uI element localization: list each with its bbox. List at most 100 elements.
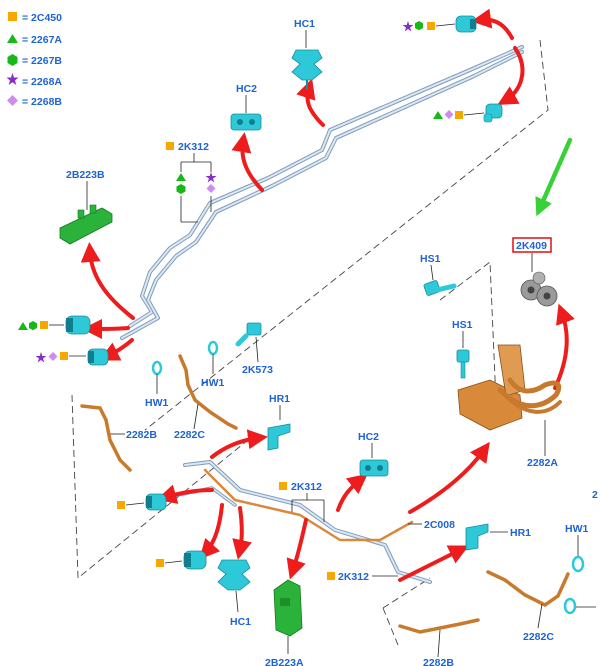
legend-2267a: = 2267A bbox=[22, 34, 62, 46]
2282c-brake-hose-left[interactable] bbox=[178, 354, 238, 430]
orange-square-icon bbox=[8, 12, 17, 21]
green-pointer-arrow bbox=[535, 137, 573, 217]
fitting-lower-1[interactable] bbox=[145, 493, 167, 511]
2282b-brake-hose-left[interactable] bbox=[80, 404, 132, 472]
lilac-diamond-icon bbox=[7, 95, 18, 106]
orange-square-icon bbox=[455, 111, 463, 119]
hs1-bolt-mid[interactable] bbox=[456, 349, 470, 379]
label-2b223b: 2B223B bbox=[66, 169, 105, 181]
hr1-bracket-right[interactable] bbox=[465, 523, 489, 551]
hc1-clip-bottom[interactable] bbox=[217, 559, 251, 591]
purple-star-icon bbox=[205, 172, 217, 183]
2282c-brake-hose-right[interactable] bbox=[486, 570, 570, 608]
green-triangle-icon bbox=[176, 173, 186, 181]
label-hc1-top: HC1 bbox=[294, 18, 315, 30]
leader-fitting-right-mid bbox=[463, 112, 485, 116]
leader-2k573 bbox=[255, 336, 259, 363]
hc1-clip-top[interactable] bbox=[291, 49, 323, 90]
green-triangle-icon bbox=[18, 322, 28, 330]
leader-fitting-lower-2 bbox=[164, 560, 183, 564]
label-2282b-left: 2282B bbox=[126, 429, 157, 441]
orange-square-icon bbox=[327, 572, 335, 580]
leader-2282c-left bbox=[193, 403, 199, 430]
2b223a-bracket[interactable] bbox=[273, 579, 303, 637]
hc2-clip-mid[interactable] bbox=[359, 459, 389, 477]
fitting-left-2[interactable] bbox=[87, 348, 109, 366]
hs1-bolt-top[interactable] bbox=[423, 280, 457, 296]
lilac-diamond-icon bbox=[48, 352, 58, 361]
label-2k312-top: 2K312 bbox=[178, 141, 209, 153]
orange-square-icon bbox=[60, 352, 68, 360]
hc2-clip-top[interactable] bbox=[230, 113, 262, 131]
leader-2282b-bottom bbox=[437, 629, 441, 658]
leader-2k312-top bbox=[180, 153, 212, 223]
label-2282a: 2282A bbox=[527, 457, 558, 469]
orange-square-icon bbox=[279, 482, 287, 490]
fitting-top-right[interactable] bbox=[455, 15, 477, 33]
legend-2268b: = 2268B bbox=[22, 96, 62, 108]
lilac-diamond-icon bbox=[206, 184, 216, 193]
label-2k312-mid: 2K312 bbox=[291, 481, 322, 493]
legend-2267b: = 2267B bbox=[22, 55, 62, 67]
label-2k409: 2K409 bbox=[516, 240, 547, 252]
label-hr1-mid: HR1 bbox=[269, 393, 290, 405]
label-2282c-right: 2282C bbox=[523, 631, 554, 643]
label-edge-fragment: 2 bbox=[592, 489, 598, 501]
upper-brake-tube bbox=[120, 45, 524, 340]
leader-fitting-lower-1 bbox=[125, 502, 145, 506]
leader-2282c-right bbox=[537, 603, 543, 629]
label-2b223a: 2B223A bbox=[265, 657, 304, 666]
hw1-clip-left[interactable] bbox=[151, 360, 163, 376]
label-hs1-mid: HS1 bbox=[452, 319, 473, 331]
label-hc2-top: HC2 bbox=[236, 83, 257, 95]
purple-star-icon bbox=[402, 21, 414, 32]
green-hexagon-icon bbox=[415, 21, 423, 31]
green-hexagon-icon bbox=[176, 184, 186, 194]
label-hc1-bottom: HC1 bbox=[230, 616, 251, 628]
leader-hs1-top bbox=[430, 264, 434, 281]
label-2282c-left: 2282C bbox=[174, 429, 205, 441]
label-2k573: 2K573 bbox=[242, 364, 273, 376]
green-triangle-icon bbox=[433, 111, 443, 119]
2282a-bracket-tube[interactable] bbox=[457, 344, 562, 431]
label-hc2-mid: HC2 bbox=[358, 431, 379, 443]
label-hw1-right: HW1 bbox=[565, 523, 588, 535]
orange-square-icon bbox=[427, 22, 435, 30]
orange-square-icon bbox=[117, 501, 125, 509]
2k573-bolt[interactable] bbox=[235, 322, 262, 347]
red-arrows bbox=[80, 8, 575, 582]
fitting-lower-2[interactable] bbox=[183, 550, 207, 570]
2k409-grommets[interactable] bbox=[520, 271, 558, 307]
label-hw1-left: HW1 bbox=[145, 397, 168, 409]
green-triangle-icon bbox=[7, 34, 18, 43]
label-2c008: 2C008 bbox=[424, 519, 455, 531]
hr1-bracket-mid[interactable] bbox=[267, 423, 291, 451]
label-hw1-mid: HW1 bbox=[201, 377, 224, 389]
orange-square-icon bbox=[156, 559, 164, 567]
label-hs1-top: HS1 bbox=[420, 253, 441, 265]
green-hexagon-icon bbox=[29, 321, 37, 331]
leader-2k312-mid bbox=[291, 493, 325, 522]
legend: = 2C450 = 2267A = 2267B = 2268A = 2268B bbox=[6, 12, 62, 108]
2b223b-bracket[interactable] bbox=[59, 204, 113, 245]
lower-brake-tube bbox=[166, 460, 432, 584]
orange-square-icon bbox=[40, 321, 48, 329]
legend-2268a: = 2268A bbox=[22, 76, 62, 88]
2k409-highlight-box bbox=[512, 237, 552, 253]
legend-2c450: = 2C450 bbox=[22, 12, 62, 24]
fitting-right-mid[interactable] bbox=[483, 103, 503, 123]
lilac-diamond-icon bbox=[444, 110, 454, 119]
dashed-outlines bbox=[71, 39, 549, 646]
label-hr1-right: HR1 bbox=[510, 527, 531, 539]
leader-fitting-top-right bbox=[435, 23, 456, 27]
label-2282b-bottom: 2282B bbox=[423, 657, 454, 666]
hw1-clips-right[interactable] bbox=[563, 555, 585, 615]
label-2k312-bottom: 2K312 bbox=[338, 571, 369, 583]
purple-star-icon bbox=[6, 73, 19, 85]
fitting-left-1[interactable] bbox=[65, 315, 91, 335]
hw1-clip-mid[interactable] bbox=[207, 340, 219, 356]
purple-star-icon bbox=[35, 352, 47, 363]
leader-hc1-bottom bbox=[235, 590, 239, 613]
2282b-brake-hose-bottom[interactable] bbox=[398, 618, 480, 634]
